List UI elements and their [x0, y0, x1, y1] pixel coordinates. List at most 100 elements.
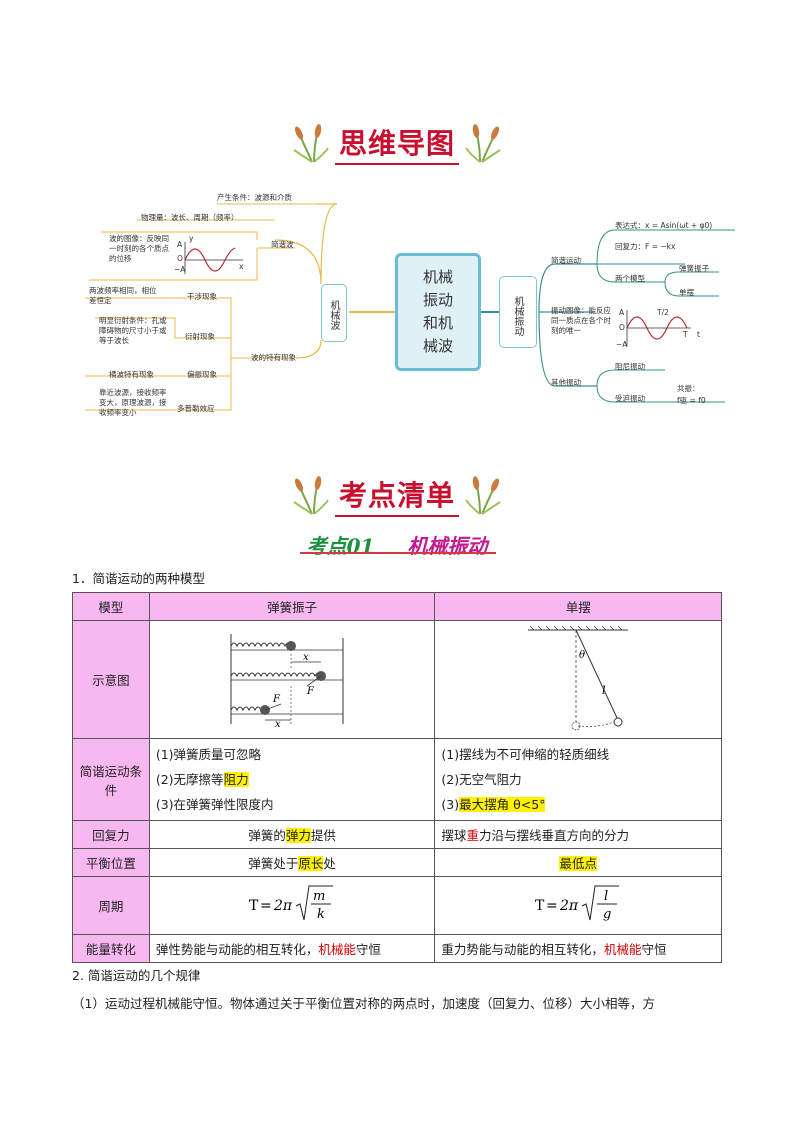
pendulum-restoring-cell: 摆球重力沿与摆线垂直方向的分力: [434, 820, 722, 849]
pendulum-period-cell: T = 2π l g: [434, 876, 722, 935]
section-heading: 考点01 机械振动: [0, 530, 794, 559]
pendulum-period-g: g: [603, 907, 611, 922]
pendulum-diagram-cell: θ l: [434, 620, 722, 739]
shm-models-table: 模型 弹簧振子 单摆 示意图: [72, 592, 722, 963]
pendulum-period-l: l: [604, 889, 608, 904]
pendulum-energy-a: 重力势能与动能的相互转化，: [441, 942, 604, 957]
polarization-cond: 横波特有现象: [109, 370, 154, 379]
pendulum-conditions-cell: (1)摆线为不可伸缩的轻质细线 (2)无空气阻力 (3)最大摆角 θ<5°: [434, 738, 722, 821]
pendulum-restoring-c: 力沿与摆线垂直方向的分力: [478, 828, 629, 843]
spring-equilibrium-cell: 弹簧处于原长处: [148, 848, 436, 877]
wave-quantities: 物理量：波长、周期（频率）: [141, 213, 239, 222]
table-row-energy: 能量转化 弹性势能与动能的相互转化，机械能守恒 重力势能与动能的相互转化，机械能…: [72, 934, 722, 963]
row-label-diagram: 示意图: [72, 620, 150, 739]
interference-cond: 两波频率相同，相位差恒定: [89, 286, 157, 305]
spring-oscillator-diagram: x F F x: [230, 634, 344, 730]
spring-model: 弹簧振子: [679, 264, 709, 273]
spring-period-m: m: [313, 889, 325, 904]
vib-graph-A: A: [619, 308, 625, 317]
pendulum-restoring-red: 重: [466, 828, 479, 843]
row-label-period: 周期: [72, 876, 150, 935]
restoring-force: 回复力：F = −kx: [615, 242, 676, 251]
pendulum-model: 单摆: [679, 288, 694, 297]
wheat-right-icon: [465, 123, 501, 163]
wheat-left-icon: [293, 475, 329, 515]
header-model: 模型: [72, 592, 150, 621]
spring-restoring-highlight: 弹力: [285, 828, 311, 843]
vibration-branch-node: 机械振动: [499, 276, 537, 348]
wave-graph-negA: −A: [174, 265, 186, 274]
damped-vibration: 阻尼振动: [615, 362, 645, 371]
forced-vibration: 受迫振动: [615, 394, 645, 403]
spring-period-eq: =: [260, 898, 272, 914]
header-spring: 弹簧振子: [148, 592, 436, 621]
spring-restoring-c: 提供: [310, 828, 336, 843]
wheat-left-icon: [293, 123, 329, 163]
spring-period-formula: T = 2π m k: [249, 885, 334, 922]
pendulum-cond-3: (3)最大摆角 θ<5°: [441, 792, 715, 817]
vib-graph-T2: T/2: [657, 308, 669, 317]
pendulum-eq-highlight: 最低点: [559, 856, 597, 871]
doppler: 多普勒效应: [177, 404, 215, 413]
spring-eq-a: 弹簧处于: [248, 856, 299, 871]
spring-cond-2-highlight: 阻力: [223, 772, 249, 787]
rules-title: 2. 简谐运动的几个规律: [72, 968, 201, 983]
spring-restoring-cell: 弹簧的弹力提供: [148, 820, 436, 849]
spring-label-F1: F: [306, 686, 315, 697]
table-row-conditions: 简谐运动条件 (1)弹簧质量可忽略 (2)无摩擦等阻力 (3)在弹簧弹性限度内 …: [72, 738, 722, 821]
spring-period-k: k: [317, 907, 325, 922]
pendulum-label-theta: θ: [579, 650, 585, 661]
wave-graph-desc: 波的图像：反映同一时刻的各个质点的位移: [109, 234, 169, 263]
mindmap-title: 思维导图: [334, 122, 459, 165]
checklist-title: 考点清单: [334, 474, 459, 517]
section-name: 机械振动: [407, 534, 488, 558]
spring-energy-cell: 弹性势能与动能的相互转化，机械能守恒: [148, 934, 436, 963]
mindmap-banner: 思维导图: [0, 122, 794, 165]
other-vibration: 其他振动: [551, 378, 581, 387]
spring-period-2pi: 2π: [273, 898, 293, 914]
rule-1: （1）运动过程机械能守恒。物体通过关于平衡位置对称的两点时，加速度（回复力、位移…: [72, 996, 655, 1011]
pendulum-cond-3-angle: θ<5°: [509, 797, 546, 812]
mind-map: 机械 振动 和机 械波 机械波 机械振动 产生条件：波源和介质 物理量：波长、周…: [85, 180, 735, 438]
mindmap-center-node: 机械 振动 和机 械波: [395, 253, 481, 371]
table-row-restoring: 回复力 弹簧的弹力提供 摆球重力沿与摆线垂直方向的分力: [72, 820, 722, 849]
resonance: 共振：: [677, 384, 700, 393]
center-line-3: 和机: [422, 314, 453, 332]
section-number: 考点01: [306, 534, 375, 558]
header-pendulum: 单摆: [434, 592, 722, 621]
spring-label-x1: x: [303, 652, 309, 663]
pendulum-cond-3-highlight: 最大摆角: [459, 797, 510, 812]
checklist-banner: 考点清单: [0, 474, 794, 517]
shm: 简谐运动: [551, 256, 581, 265]
spring-cond-2: (2)无摩擦等阻力: [156, 767, 429, 792]
two-models: 两个模型: [615, 274, 645, 283]
table-header-row: 模型 弹簧振子 单摆: [72, 592, 722, 621]
center-line-2: 振动: [422, 291, 453, 309]
pendulum-period-T: T: [535, 898, 545, 914]
pendulum-period-2pi: 2π: [559, 898, 579, 914]
section-underline: [300, 552, 496, 554]
table-row-equilibrium: 平衡位置 弹簧处于原长处 最低点: [72, 848, 722, 877]
spring-label-F2: F: [272, 694, 281, 705]
spring-conditions-cell: (1)弹簧质量可忽略 (2)无摩擦等阻力 (3)在弹簧弹性限度内: [148, 738, 436, 821]
center-line-4: 械波: [422, 337, 453, 355]
table-row-period: 周期 T = 2π m k T = 2π l g: [72, 876, 722, 935]
row-label-energy: 能量转化: [72, 934, 150, 963]
table-row-diagram: 示意图 x F: [72, 620, 722, 739]
spring-diagram-cell: x F F x: [148, 620, 436, 739]
spring-energy-c: 守恒: [355, 942, 381, 957]
spring-cond-1: (1)弹簧质量可忽略: [155, 747, 262, 762]
spring-eq-highlight: 原长: [298, 856, 324, 871]
diffraction-cond: 明显衍射条件：孔或障碍物的尺寸小于或等于波长: [99, 316, 167, 345]
spring-restoring-a: 弹簧的: [248, 828, 286, 843]
row-label-restoring: 回复力: [72, 820, 150, 849]
wave-graph-O: O: [177, 254, 183, 263]
pendulum-period-formula: T = 2π l g: [535, 885, 620, 922]
pendulum-period-eq: =: [546, 898, 558, 914]
pendulum-energy-c: 守恒: [641, 942, 667, 957]
simple-pendulum-diagram: θ l: [528, 625, 629, 731]
vibration-graph-desc: 振动图像：能反应同一质点在各个时刻的唯一: [551, 306, 611, 335]
spring-eq-c: 处: [323, 856, 336, 871]
pendulum-cond-1: (1)摆线为不可伸缩的轻质细线: [441, 747, 610, 762]
spring-period-cell: T = 2π m k: [148, 876, 436, 935]
